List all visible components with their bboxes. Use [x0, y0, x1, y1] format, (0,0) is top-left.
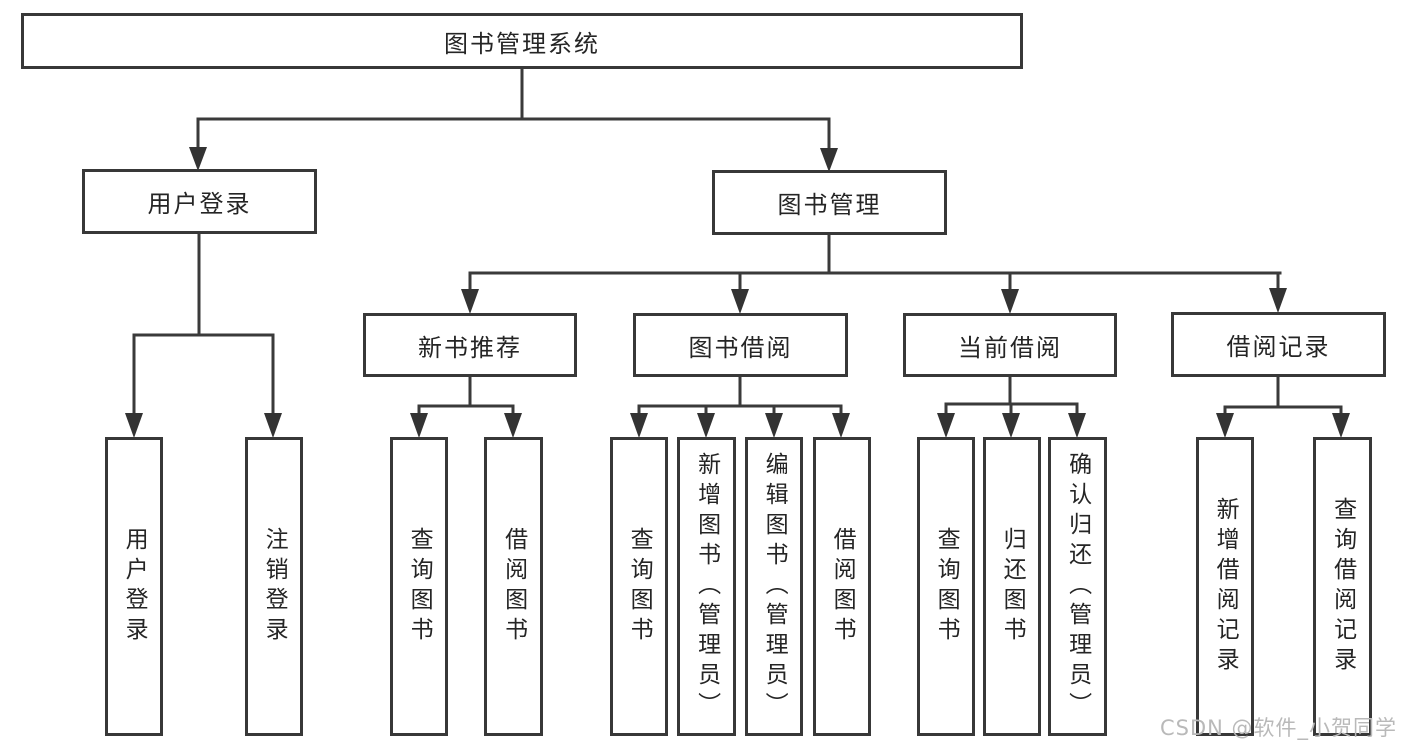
- book-borrow-connector: [630, 377, 850, 438]
- leaf-borrow-query: 查询图书: [610, 437, 668, 736]
- leaf-current-query-label: 查询图书: [933, 526, 960, 647]
- node-borrow-record-label: 借阅记录: [1226, 333, 1331, 361]
- csdn-watermark: CSDN @软件_小贺同学: [1160, 716, 1398, 740]
- node-current-borrow-label: 当前借阅: [958, 333, 1062, 362]
- node-book-borrow: 图书借阅: [633, 313, 848, 377]
- node-book-mgmt-label: 图书管理: [777, 191, 882, 219]
- leaf-borrow-borrow-label: 借阅图书: [829, 526, 856, 647]
- leaf-borrow-edit: 编辑图书（管理员）: [745, 437, 803, 736]
- leaf-record-query: 查询借阅记录: [1313, 437, 1372, 736]
- leaf-current-confirm-label: 确认归还（管理员）: [1064, 451, 1091, 722]
- leaf-record-add-label: 新增借阅记录: [1212, 496, 1239, 677]
- leaf-newbook-query-label: 查询图书: [406, 526, 433, 647]
- leaf-user-login: 用户登录: [105, 437, 163, 736]
- node-book-borrow-label: 图书借阅: [688, 333, 793, 362]
- book-mgmt-connector: [461, 235, 1287, 314]
- node-new-book: 新书推荐: [363, 313, 577, 377]
- node-new-book-label: 新书推荐: [418, 333, 522, 362]
- leaf-record-add: 新增借阅记录: [1196, 437, 1254, 736]
- leaf-borrow-query-label: 查询图书: [626, 526, 653, 647]
- leaf-newbook-query: 查询图书: [390, 437, 448, 736]
- leaf-borrow-add: 新增图书（管理员）: [677, 437, 736, 736]
- root-connector: [189, 68, 838, 172]
- leaf-newbook-borrow-label: 借阅图书: [500, 526, 527, 647]
- leaf-borrow-edit-label: 编辑图书（管理员）: [761, 451, 788, 722]
- node-root-label: 图书管理系统: [444, 29, 600, 58]
- node-root: 图书管理系统: [21, 13, 1023, 69]
- leaf-borrow-add-label: 新增图书（管理员）: [693, 451, 720, 722]
- leaf-record-query-label: 查询借阅记录: [1329, 496, 1356, 677]
- node-borrow-record: 借阅记录: [1171, 312, 1386, 377]
- borrow-record-connector: [1216, 377, 1350, 438]
- leaf-borrow-borrow: 借阅图书: [813, 437, 871, 736]
- leaf-user-login-label: 用户登录: [121, 526, 148, 647]
- new-book-connector: [410, 377, 522, 438]
- user-login-connector: [125, 233, 282, 438]
- node-book-mgmt: 图书管理: [712, 170, 947, 235]
- current-borrow-connector: [937, 377, 1086, 438]
- leaf-logout-label: 注销登录: [261, 526, 288, 647]
- leaf-current-return: 归还图书: [983, 437, 1041, 736]
- leaf-newbook-borrow: 借阅图书: [484, 437, 543, 736]
- leaf-current-confirm: 确认归还（管理员）: [1048, 437, 1107, 736]
- leaf-current-query: 查询图书: [917, 437, 975, 736]
- leaf-logout: 注销登录: [245, 437, 303, 736]
- node-user-login: 用户登录: [82, 169, 317, 234]
- node-current-borrow: 当前借阅: [903, 313, 1117, 377]
- node-user-login-label: 用户登录: [147, 190, 252, 218]
- leaf-current-return-label: 归还图书: [999, 526, 1026, 647]
